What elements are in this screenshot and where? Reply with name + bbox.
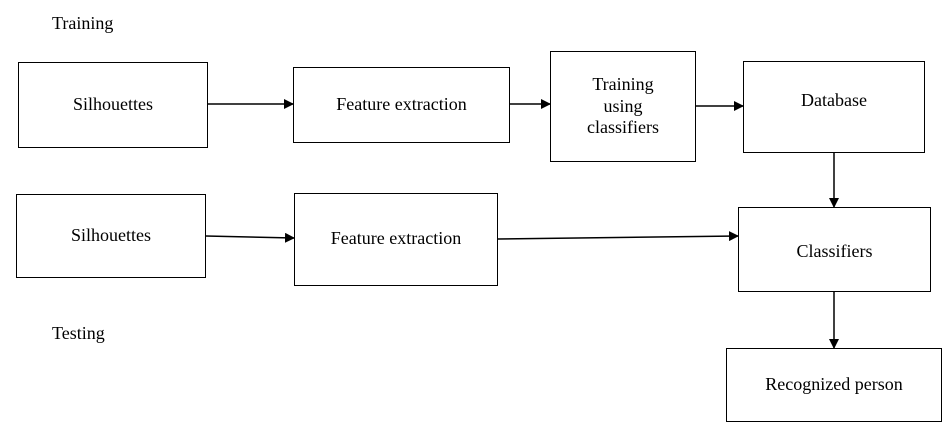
training-using-classifiers-box: Training using classifiers [550, 51, 696, 162]
database-box: Database [743, 61, 925, 153]
recognized-person-label: Recognized person [765, 374, 903, 395]
classifiers-label: Classifiers [796, 241, 873, 261]
testing-feature-extraction-box: Feature extraction [294, 193, 498, 286]
classifiers-box: Classifiers [738, 207, 931, 292]
training-feature-extraction-box: Feature extraction [293, 67, 510, 143]
training-silhouettes-box: Silhouettes [18, 62, 208, 148]
testing-silhouettes-label: Silhouettes [71, 225, 151, 246]
training-silhouettes-label: Silhouettes [73, 94, 153, 115]
recognized-person-box: Recognized person [726, 348, 942, 422]
arrow-feature-extraction-to-classifiers [497, 231, 739, 242]
training-feature-extraction-label: Feature extraction [336, 94, 467, 115]
training-using-classifiers-line-3: classifiers [587, 117, 659, 138]
testing-silhouettes-box: Silhouettes [16, 194, 206, 278]
testing-feature-extraction-label: Feature extraction [330, 228, 462, 248]
training-using-classifiers-line-1: Training [592, 74, 654, 95]
arrow-silhouettes-to-feature-extraction-testing [205, 232, 295, 243]
training-section-label: Training [52, 13, 114, 33]
testing-section-label: Testing [52, 323, 105, 343]
training-using-classifiers-line-2: using [603, 95, 643, 116]
database-label: Database [801, 90, 867, 110]
